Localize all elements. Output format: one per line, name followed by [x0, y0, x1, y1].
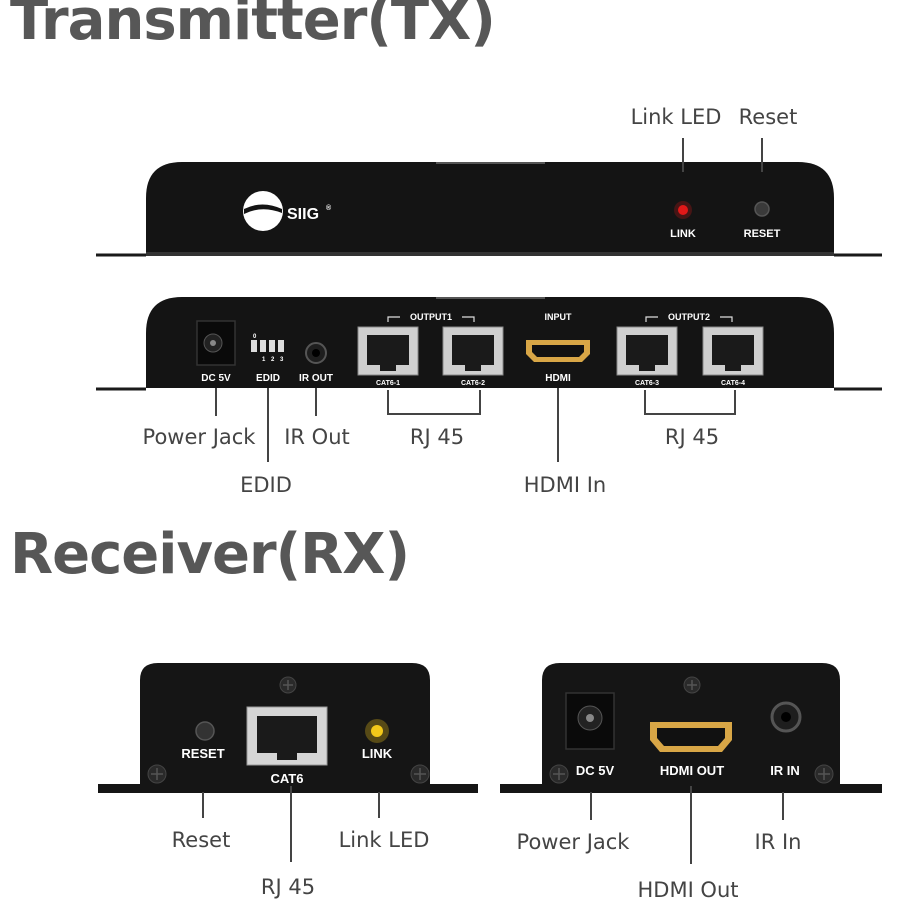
rx-callouts: Reset RJ 45 Link LED Power Jack HDMI Out…	[172, 786, 802, 900]
edid-switch-label-1: 1	[262, 357, 266, 363]
rx-hdmi-port-icon	[650, 722, 732, 752]
tx-output2-label: OUTPUT2	[668, 312, 710, 322]
tx-hdmi-label: HDMI	[545, 373, 571, 384]
tx-link-label: LINK	[670, 228, 696, 240]
callout-edid: EDID	[240, 473, 292, 497]
rx-link-label: LINK	[362, 746, 393, 761]
tx-dc-jack-icon	[196, 320, 236, 366]
callout-rx-ir-in: IR In	[755, 830, 802, 854]
transmitter-heading: Transmitter(TX)	[10, 0, 496, 53]
rx-cat6-label: CAT6	[271, 771, 304, 786]
rx-link-led-icon	[371, 725, 383, 737]
callout-hdmi-in: HDMI In	[524, 473, 606, 497]
tx-ir-out-port-icon	[305, 342, 327, 364]
callout-ir-out: IR Out	[284, 425, 350, 449]
tx-reset-label: RESET	[744, 228, 781, 240]
tx-rj45-port-2-icon	[442, 326, 504, 376]
rx-reset-button[interactable]	[195, 721, 215, 741]
tx-edid-switch-icon[interactable]: 0 1 2 3	[251, 334, 284, 363]
tx-rear-panel: DC 5V 0 1 2 3 EDID IR OUT OUTPUT1	[96, 297, 882, 391]
rx-rj45-port-icon	[246, 706, 328, 766]
tx-input-label: INPUT	[545, 312, 573, 322]
tx-rj45-port-4-icon	[702, 326, 764, 376]
rx-ir-in-port-icon	[770, 701, 802, 733]
siig-logo-icon: SIIG ®	[243, 191, 332, 231]
callout-reset: Reset	[739, 105, 798, 129]
tx-dc-label: DC 5V	[201, 373, 231, 384]
tx-edid-label: EDID	[256, 373, 280, 384]
rx-right-panel: DC 5V HDMI OUT IR IN	[500, 663, 882, 793]
tx-link-led-glow	[674, 201, 692, 219]
tx-link-led-icon	[678, 205, 688, 215]
rx-reset-label: RESET	[181, 746, 224, 761]
callout-rx-power-jack: Power Jack	[517, 830, 631, 854]
callout-rj45-left: RJ 45	[410, 425, 464, 449]
tx-output1-label: OUTPUT1	[410, 312, 452, 322]
callout-rj45-right: RJ 45	[665, 425, 719, 449]
tx-rj45-port-3-icon	[616, 326, 678, 376]
tx-rj45-port-1-icon	[357, 326, 419, 376]
callout-power-jack: Power Jack	[143, 425, 257, 449]
callout-rx-rj45: RJ 45	[261, 875, 315, 899]
callout-rx-reset: Reset	[172, 828, 231, 852]
rx-left-screw-left-icon	[147, 764, 167, 784]
tx-hdmi-port-icon	[526, 340, 590, 362]
callout-rx-link-led: Link LED	[339, 828, 430, 852]
tx-cat6-3-label: CAT6-3	[635, 380, 659, 387]
edid-switch-label-0: 0	[253, 334, 257, 340]
callout-rx-hdmi-out: HDMI Out	[637, 878, 738, 900]
rx-dc-jack-icon	[565, 692, 615, 750]
logo-text: SIIG	[287, 206, 319, 223]
rx-left-screw-top-icon	[279, 676, 297, 694]
receiver-heading: Receiver(RX)	[10, 522, 410, 587]
tx-cat6-2-label: CAT6-2	[461, 380, 485, 387]
tx-ir-out-label: IR OUT	[299, 373, 333, 384]
tx-reset-button[interactable]	[754, 201, 770, 217]
rx-ir-in-label: IR IN	[770, 763, 800, 778]
tx-cat6-4-label: CAT6-4	[721, 380, 745, 387]
callout-link-led: Link LED	[631, 105, 722, 129]
rx-right-screw-right-icon	[814, 764, 834, 784]
registered-mark: ®	[326, 204, 332, 212]
tx-cat6-1-label: CAT6-1	[376, 380, 400, 387]
rx-right-screw-left-icon	[549, 764, 569, 784]
edid-switch-label-3: 3	[280, 357, 284, 363]
rx-left-panel: RESET CAT6 LINK	[98, 663, 478, 793]
rx-left-screw-right-icon	[410, 764, 430, 784]
tx-callouts: Link LED Reset Power Jack IR Out EDID RJ…	[143, 105, 798, 497]
rx-hdmi-out-label: HDMI OUT	[660, 763, 724, 778]
edid-switch-label-2: 2	[271, 357, 275, 363]
rx-right-screw-top-icon	[683, 676, 701, 694]
tx-front-panel: SIIG ® LINK RESET	[96, 162, 882, 257]
rx-dc-label: DC 5V	[576, 763, 615, 778]
